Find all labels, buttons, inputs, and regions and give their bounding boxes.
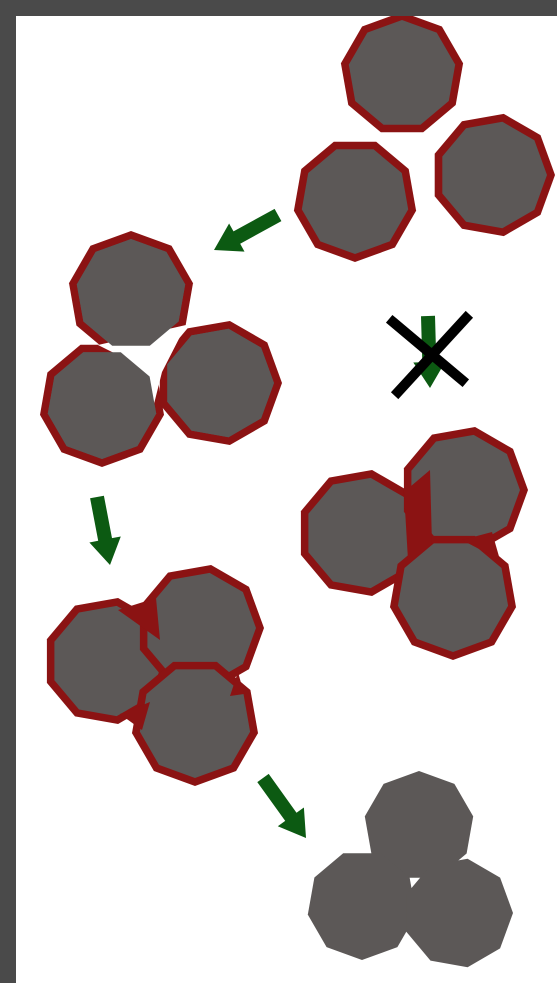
final-uncoated-particles [308,771,513,967]
diagram-frame [16,16,557,983]
arrow-1 [214,209,281,252]
touching-coated-particles [40,231,282,467]
rejected-bridged-particles [301,427,528,660]
arrow-shape [214,209,281,252]
arrow-3 [257,774,306,838]
arrow-shape [257,774,306,838]
particle-sintering-diagram [16,16,557,983]
separate-coated-particles [294,16,555,262]
bridged-coated-particles [47,565,264,786]
arrow-shape [89,496,120,565]
arrow-2 [89,496,120,565]
